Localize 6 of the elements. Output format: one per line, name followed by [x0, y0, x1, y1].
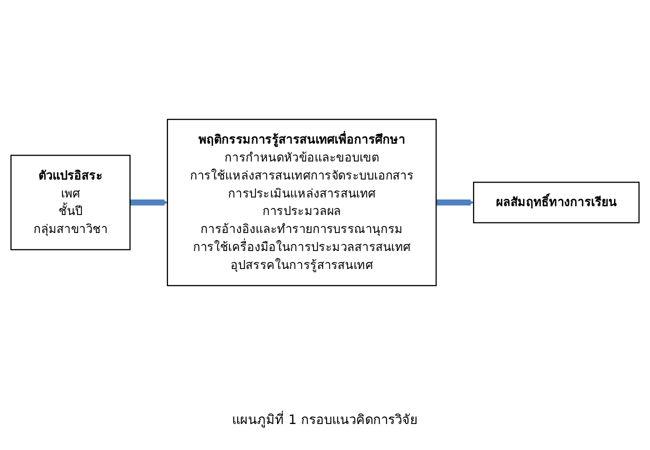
node-box: พฤติกรรมการรู้สารสนเทศเพื่อการศึกษา การกำหนดหัวข้อและขอบเขต การใช้แหล่งสารสนเทศการจัดระบบเอกสาร การประเมินแหล่งสารสนเทศ การประมวลผล การอ้างอิงและทำรายการบรรณานุกรม การใช้เครื่องมือในการประมวลสารสนเทศ อุปสรรคในการรู้สารสนเทศ [166, 118, 437, 286]
node-box: ตัวแปรอิสระ เพศ ชั้นปี กลุ่มสาขาวิชา [10, 154, 131, 250]
arrow [436, 199, 474, 206]
arrow [130, 199, 168, 206]
figure-caption: แผนภูมิที่ 1 กรอบแนวคิดการวิจัย [232, 409, 418, 430]
node-box: ผลสัมฤทธิ์ทางการเรียน [473, 182, 640, 224]
